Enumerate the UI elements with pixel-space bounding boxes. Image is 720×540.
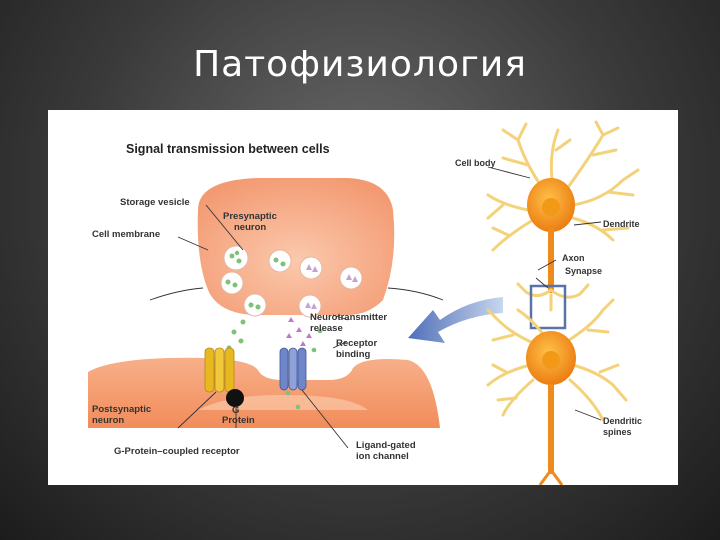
label-dendritic-spines-2: spines	[603, 427, 632, 437]
label-ligand-gated-2: ion channel	[356, 451, 409, 462]
label-g-protein-1: G	[232, 405, 239, 416]
label-g-protein-2: Protein	[222, 415, 255, 426]
ligand-gated-ion-channel	[279, 347, 307, 391]
storage-vesicles	[220, 245, 363, 318]
label-synapse: Synapse	[565, 266, 602, 276]
label-receptor-binding-1: Receptor	[336, 338, 377, 349]
label-nt-release-2: release	[310, 323, 343, 334]
g-protein-coupled-receptor	[204, 347, 235, 393]
presynaptic-edge	[149, 287, 444, 301]
label-cell-body: Cell body	[455, 158, 496, 168]
label-gpcr: G-Protein–coupled receptor	[114, 446, 240, 457]
label-presynaptic-neuron-2: neuron	[234, 222, 266, 233]
label-presynaptic-neuron-1: Presynaptic	[223, 211, 277, 222]
label-dendritic-spines-1: Dendritic	[603, 416, 642, 426]
released-neurotransmitters	[226, 317, 323, 410]
label-nt-release-1: Neurotransmitter	[310, 312, 387, 323]
label-receptor-binding-2: binding	[336, 349, 370, 360]
slide-title: Патофизиология	[193, 44, 527, 85]
diagram-heading: Signal transmission between cells	[126, 142, 330, 156]
label-cell-membrane: Cell membrane	[92, 229, 160, 240]
presynaptic-neuron	[197, 178, 395, 315]
neuron-illustration	[486, 120, 640, 485]
label-postsynaptic-neuron-1: Postsynaptic	[92, 404, 151, 415]
diagram-labels: Storage vesicle Cell membrane Presynapti…	[92, 158, 642, 462]
label-dendrite: Dendrite	[603, 219, 640, 229]
label-storage-vesicle: Storage vesicle	[120, 197, 190, 208]
synapse-diagram: Signal transmission between cells	[88, 120, 642, 485]
postsynaptic-neuron	[88, 357, 440, 428]
zoom-arrow-icon	[408, 297, 503, 343]
g-protein	[226, 389, 244, 407]
label-ligand-gated-1: Ligand-gated	[356, 440, 416, 451]
label-axon: Axon	[562, 253, 585, 263]
synapse-highlight-box	[529, 284, 567, 330]
leader-lines	[177, 166, 602, 449]
label-postsynaptic-neuron-2: neuron	[92, 415, 124, 426]
diagram-panel: Signal transmission between cells	[48, 110, 678, 485]
